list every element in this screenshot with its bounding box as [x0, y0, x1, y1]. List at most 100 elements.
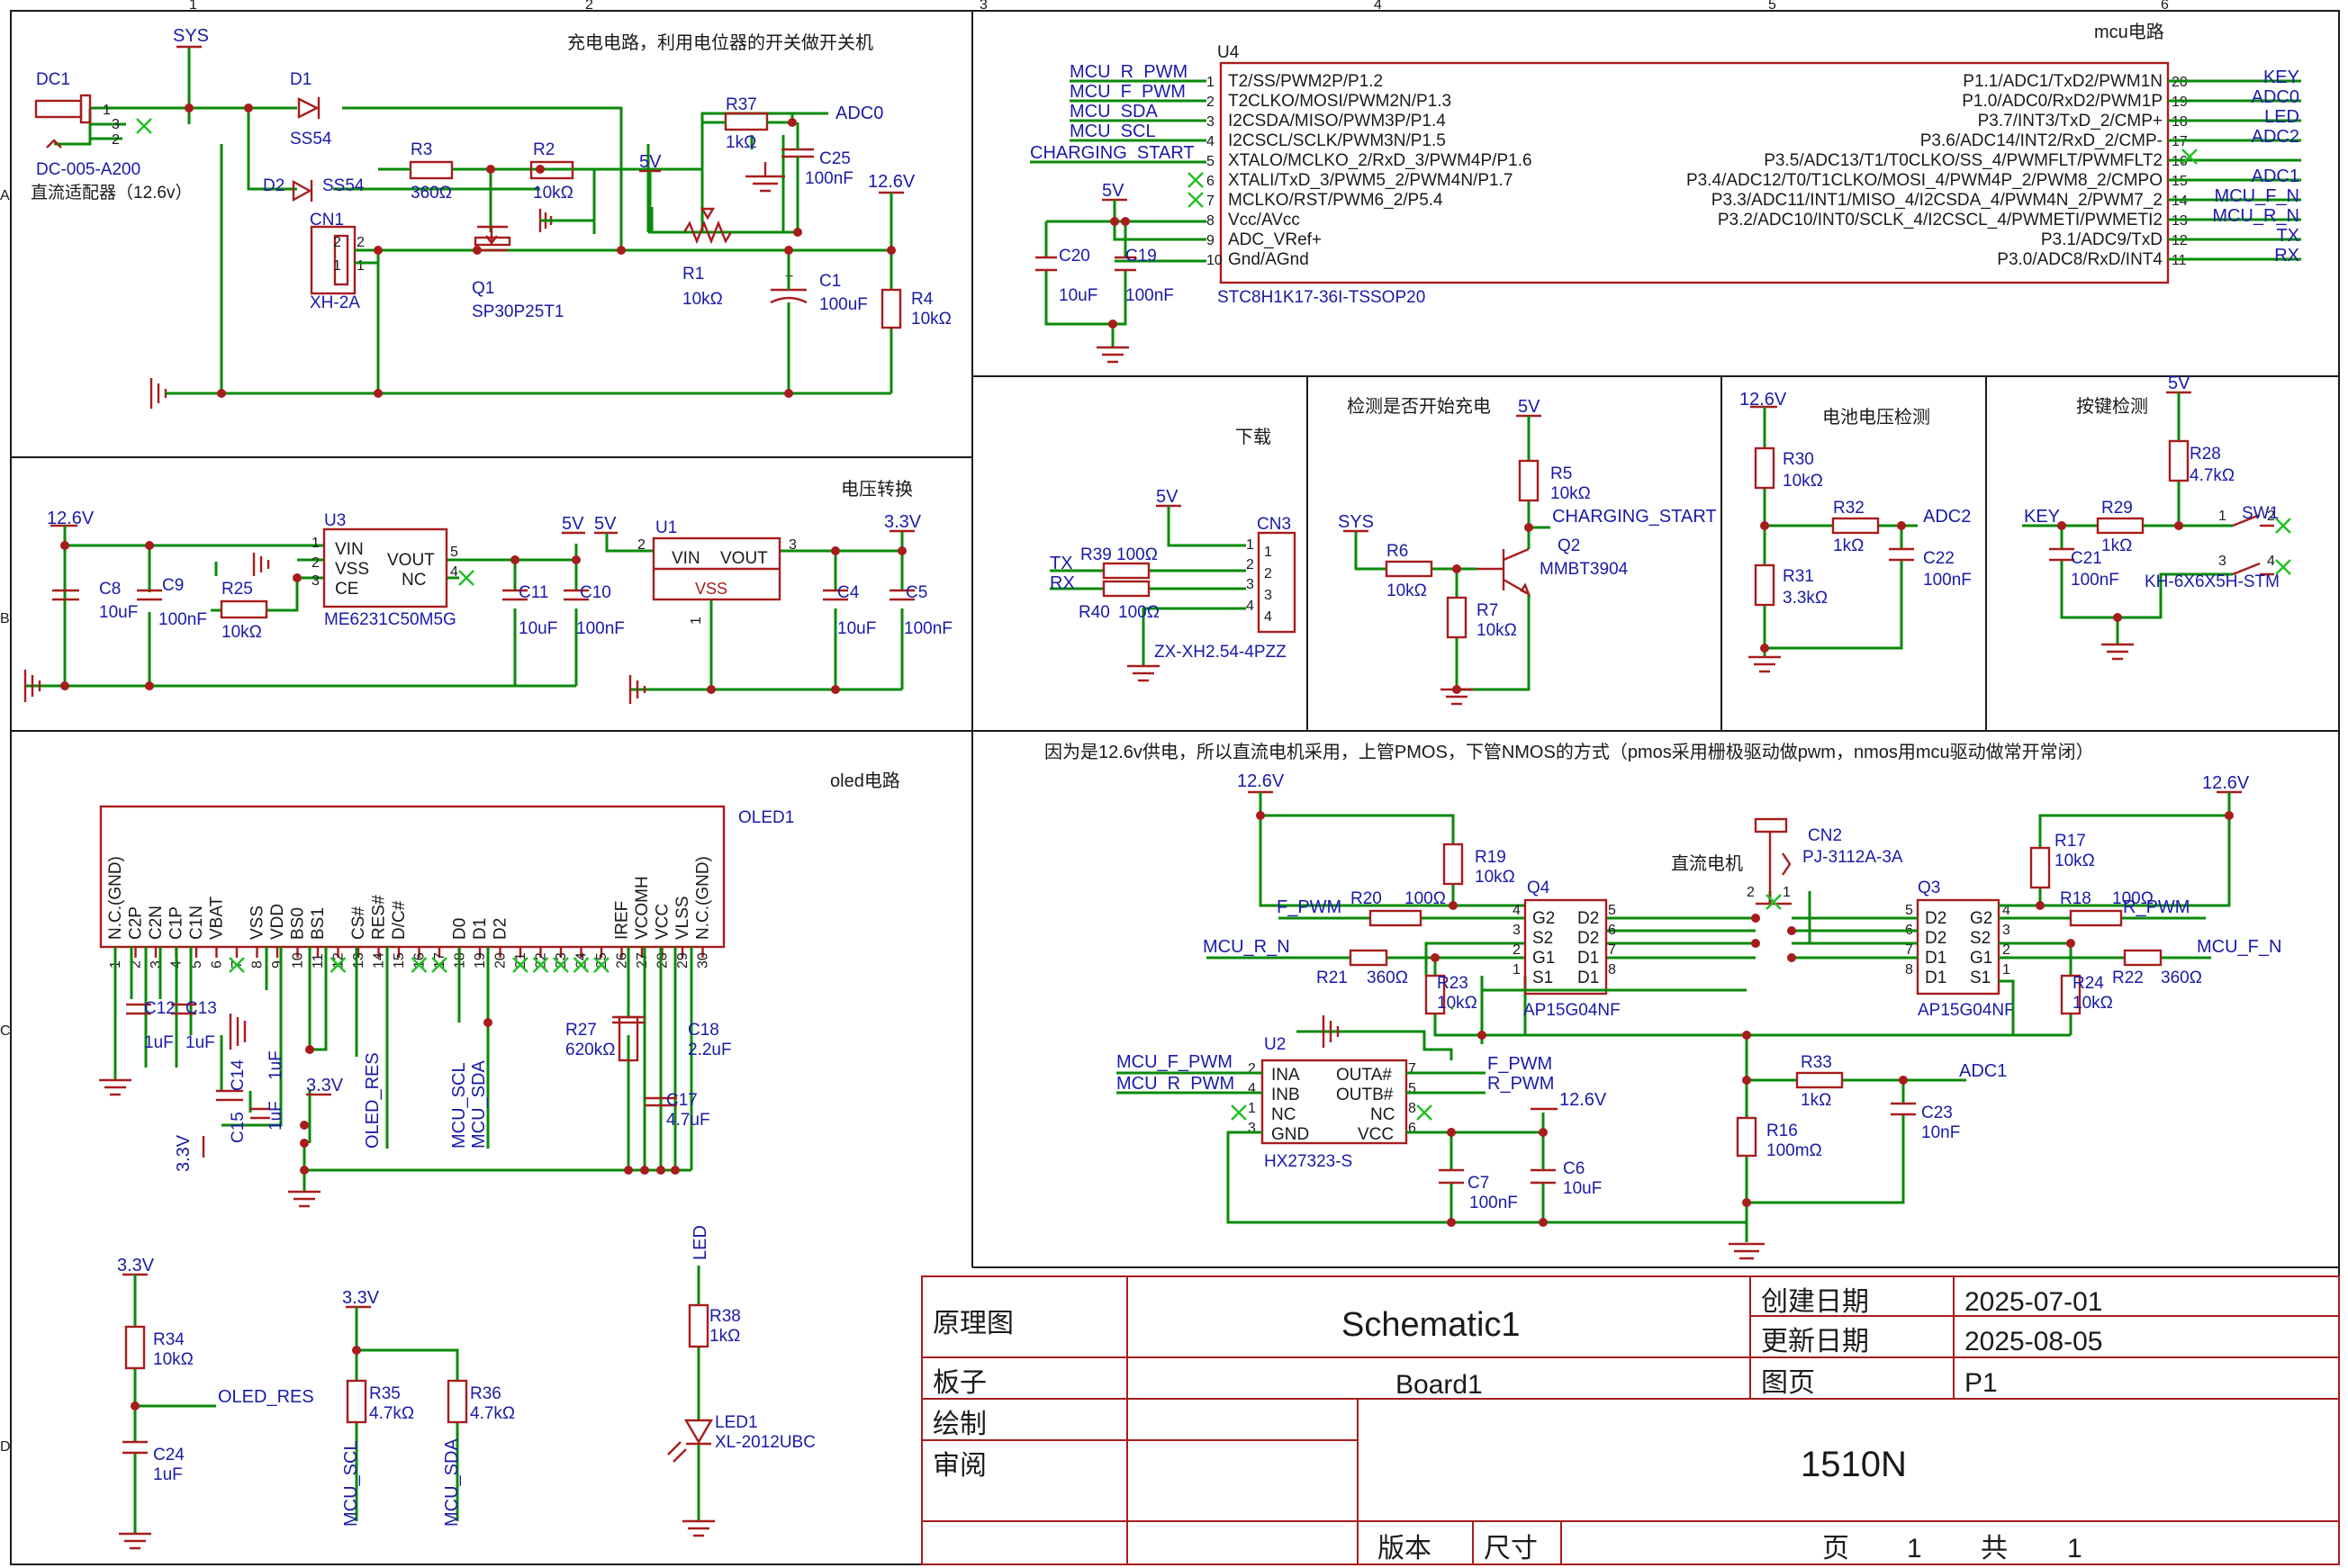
cn3-body — [1257, 531, 1296, 634]
net-oled-res: OLED_RES — [363, 1052, 383, 1149]
net-3v3-oled-a: 3.3V — [174, 1134, 194, 1172]
r16-symbol — [1736, 1116, 1757, 1158]
charging-circuit: 1 3 2 DC1 DC-005-A200 直流适配器（12.6v） SYS D… — [31, 26, 952, 409]
svg-text:VIN: VIN — [335, 540, 364, 559]
svg-text:3: 3 — [2218, 554, 2226, 569]
svg-text:3: 3 — [1246, 577, 1254, 592]
u4-right-pin-label: P3.7/INT3/TxD_2/CMP+ — [1978, 112, 2163, 131]
q2-model: MMBT3904 — [1540, 560, 1629, 579]
c5-val: 100nF — [904, 619, 953, 638]
r17-symbol — [2029, 846, 2051, 889]
u1-ref: U1 — [655, 518, 677, 537]
oled1-ref: OLED1 — [738, 808, 794, 827]
u4-left-pin-label: XTALO/MCLKO_2/RxD_3/PWM4P/P1.6 — [1228, 151, 1532, 170]
net-charging-start: CHARGING_START — [1552, 507, 1717, 527]
tb-big-title: 1510N — [1801, 1445, 1907, 1484]
section-motor-note: 因为是12.6v供电，所以直流电机采用，上管PMOS，下管NMOS的方式（pmo… — [1044, 742, 2094, 762]
net-5v-vc-a: 5V — [562, 514, 584, 534]
r24-ref: R24 — [2073, 974, 2104, 993]
oled-pin-label: C1N — [187, 906, 206, 940]
c19-ref: C19 — [1125, 247, 1157, 266]
r4-val: 10kΩ — [911, 310, 952, 329]
svg-text:G2: G2 — [1532, 909, 1555, 928]
u4-left-pin-number: 10 — [1206, 253, 1223, 268]
oled-pin-label: BS0 — [289, 907, 308, 940]
svg-text:G1: G1 — [1532, 949, 1555, 968]
svg-text:2: 2 — [357, 235, 365, 250]
dc1-pin2: 2 — [112, 132, 120, 148]
tb-updated-value: 2025-08-05 — [1964, 1327, 2102, 1356]
svg-text:4: 4 — [2267, 554, 2275, 569]
r6-ref: R6 — [1386, 542, 1408, 561]
tb-board-value: Board1 — [1395, 1370, 1483, 1400]
svg-text:5: 5 — [1408, 1081, 1416, 1096]
q3-model: AP15G04NF — [1918, 1001, 2015, 1020]
c15-val: 1uF — [266, 1101, 285, 1131]
svg-text:4: 4 — [2002, 903, 2010, 918]
q1-symbol — [477, 225, 508, 252]
r38-ref: R38 — [709, 1307, 741, 1326]
r18-val: 100Ω — [2112, 889, 2154, 908]
border-row-d: D — [0, 1439, 11, 1455]
q4-model: AP15G04NF — [1523, 1001, 1621, 1020]
svg-text:4: 4 — [1246, 599, 1254, 614]
svg-text:2: 2 — [1264, 566, 1272, 581]
tb-review-label: 审阅 — [933, 1451, 987, 1481]
q3-body — [1916, 898, 2000, 996]
motor-circuit: 12.6V R19 10kΩ F_PWM R20 100Ω MCU_R_N R2… — [1116, 771, 2281, 1260]
u4-right-net-label: ADC0 — [2252, 87, 2299, 107]
u2-model: HX27323-S — [1264, 1152, 1352, 1171]
sw1-model: KH-6X6X5H-STM — [2145, 572, 2280, 591]
tb-page-num: 1 — [1907, 1534, 1922, 1563]
oled-pin-number: 14 — [372, 952, 387, 969]
dc1-pin1: 1 — [103, 103, 111, 118]
oled-pin-label: VDD — [268, 904, 287, 940]
oled-pin-number: 25 — [594, 952, 610, 969]
u3-body — [322, 527, 448, 608]
r34-ref: R34 — [153, 1330, 185, 1349]
svg-text:1: 1 — [2002, 962, 2010, 978]
u3-model: ME6231C50M5G — [324, 610, 456, 629]
c11-ref: C11 — [519, 583, 548, 602]
net-mcu-sda-oled: MCU_SDA — [469, 1060, 489, 1149]
net-mcu-r-pwm: MCU_R_PWM — [1070, 62, 1188, 82]
cn1-body — [310, 225, 357, 295]
svg-text:VIN: VIN — [672, 549, 700, 568]
r28-ref: R28 — [2190, 445, 2221, 464]
r18-ref: R18 — [2060, 889, 2091, 908]
net-12v6-motor-right: 12.6V — [2202, 773, 2250, 793]
sw1-ref: SW1 — [2242, 504, 2279, 523]
r20-val: 100Ω — [1404, 889, 1446, 908]
c1-ref: C1 — [819, 272, 841, 291]
r2-val: 10kΩ — [533, 184, 573, 203]
net-mcu-r-pwm-u2: MCU_R_PWM — [1116, 1074, 1234, 1094]
c17-ref: C17 — [666, 1091, 698, 1110]
u4-left-pin-label: ADC_VRef+ — [1228, 230, 1322, 249]
oled-pin-number: 12 — [331, 952, 347, 969]
r27-symbol — [618, 1015, 639, 1062]
svg-text:7: 7 — [1408, 1061, 1416, 1077]
tb-page-value: P1 — [1964, 1368, 1998, 1398]
net-mcu-f-n: MCU_F_N — [2197, 937, 2281, 957]
r32-ref: R32 — [1833, 499, 1865, 518]
c6-ref: C6 — [1563, 1159, 1585, 1178]
download-circuit: 5V R39 100Ω R40 100Ω TX RX CN3 ZX-XH2.54… — [1050, 487, 1296, 682]
svg-text:S2: S2 — [1532, 929, 1553, 948]
oled-pin-number: 23 — [554, 952, 569, 969]
tb-schematic-label: 原理图 — [933, 1309, 1014, 1338]
svg-text:2: 2 — [2267, 509, 2275, 524]
c10-val: 100nF — [576, 619, 625, 638]
r28-symbol — [2168, 439, 2190, 482]
border-col-6: 6 — [2161, 0, 2169, 13]
svg-text:1: 1 — [2218, 509, 2226, 524]
oled-pin-label: C1P — [167, 906, 186, 940]
net-3v3-oled-b: 3.3V — [306, 1076, 344, 1095]
c23-ref: C23 — [1921, 1104, 1953, 1122]
section-title-voltage: 电压转换 — [841, 479, 913, 500]
r37-val: 1kΩ — [726, 133, 756, 152]
r7-val: 10kΩ — [1477, 621, 1517, 640]
r21-val: 360Ω — [1367, 969, 1408, 987]
u4-left-pin-label: I2CSCL/SCLK/PWM3N/P1.5 — [1228, 131, 1446, 150]
svg-text:4: 4 — [1248, 1081, 1256, 1096]
r5-val: 10kΩ — [1550, 484, 1591, 503]
